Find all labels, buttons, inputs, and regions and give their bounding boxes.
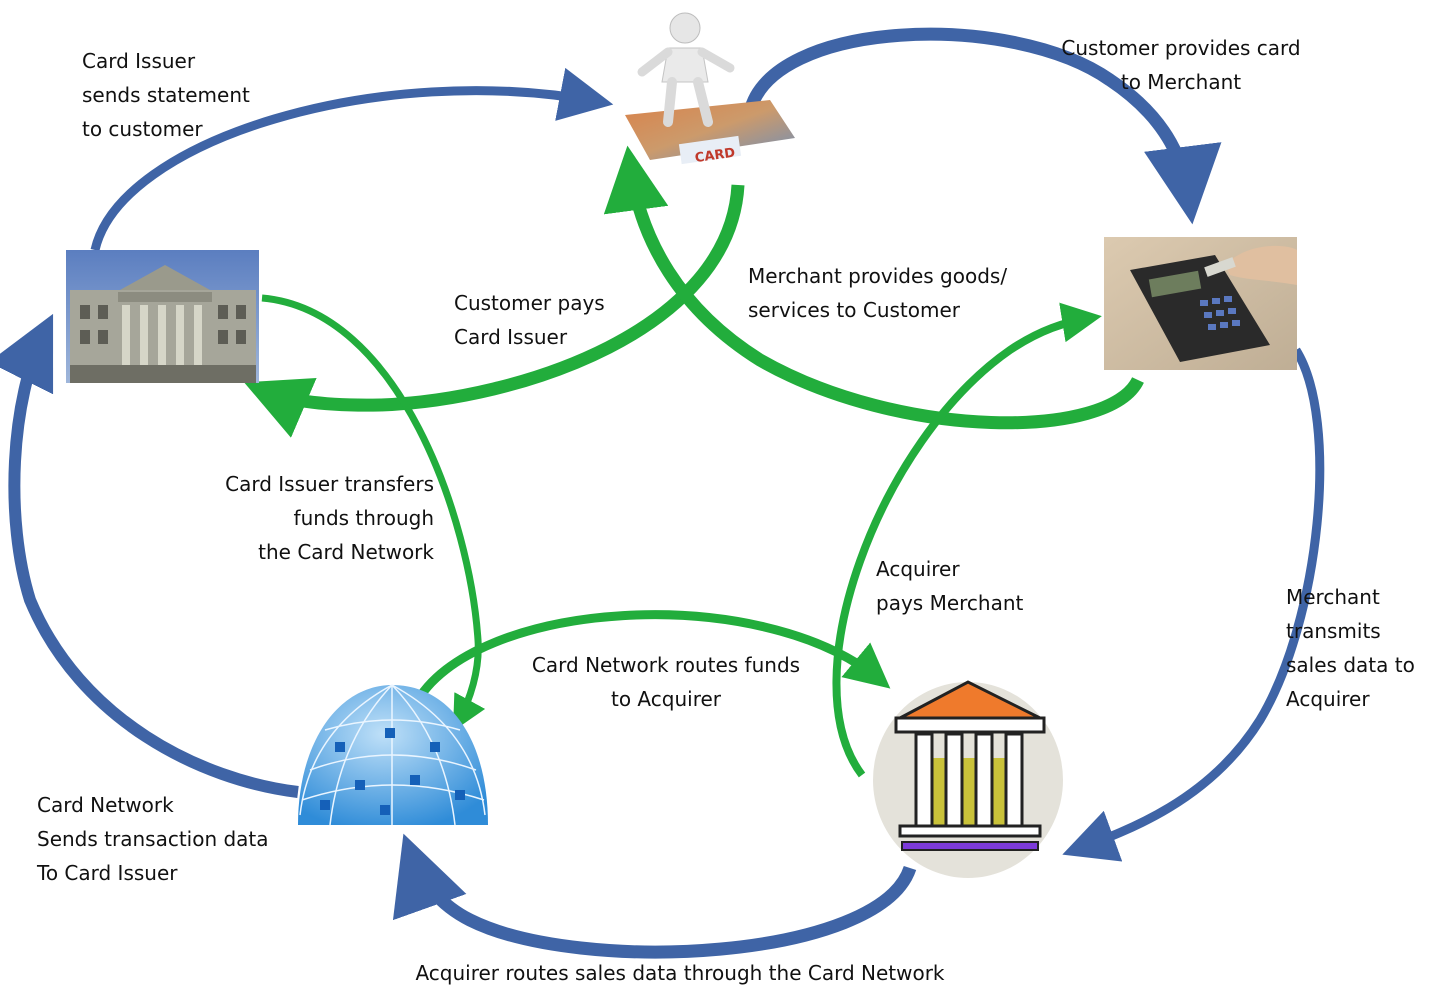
- issuer-node: [66, 250, 259, 383]
- label-acquirer-routes-data: Acquirer routes sales data through the C…: [415, 961, 945, 985]
- label-customer-pays-issuer: Customer pays Card Issuer: [454, 291, 605, 349]
- bank-building-photo-icon: [66, 250, 259, 383]
- bank-columns-icon: [873, 680, 1063, 878]
- arrow-merchant-goods-to-customer: [603, 145, 1144, 430]
- network-node: [298, 684, 488, 826]
- label-merchant-transmits-data: Merchant transmits sales data to Acquire…: [1286, 585, 1415, 711]
- label-network-routes-funds: Card Network routes funds to Acquirer: [531, 653, 801, 711]
- customer-node: CARD: [625, 12, 795, 167]
- label-merchant-provides-goods: Merchant provides goods/ services to Cus…: [748, 264, 1008, 322]
- arrow-network-to-issuer: [0, 313, 299, 798]
- arrow-merchant-to-acquirer: [1062, 347, 1325, 862]
- label-issuer-sends-statement: Card Issuer sends statement to customer: [82, 49, 250, 141]
- arrow-network-to-acquirer-funds: [411, 610, 891, 708]
- arrow-acquirer-pays-merchant: [832, 302, 1102, 778]
- label-network-sends-data: Card Network Sends transaction data To C…: [37, 793, 269, 885]
- label-issuer-transfers-funds: Card Issuer transfers funds through the …: [225, 472, 434, 564]
- label-customer-provides-card: Customer provides card to Merchant: [1061, 36, 1301, 94]
- card-terminal-icon: [1104, 237, 1297, 370]
- arrow-issuer-to-customer: [90, 67, 614, 252]
- acquirer-node: [873, 680, 1063, 878]
- arrow-acquirer-to-network: [392, 833, 917, 959]
- merchant-node: [1104, 237, 1297, 370]
- arrow-customer-pays-issuer: [244, 184, 745, 438]
- arrow-issuer-to-network-funds: [261, 294, 486, 732]
- label-acquirer-pays-merchant: Acquirer pays Merchant: [876, 557, 1024, 615]
- globe-network-icon: [298, 684, 488, 826]
- arrow-customer-to-merchant: [743, 27, 1222, 225]
- card-brand-text: CARD: [694, 146, 736, 167]
- person-on-credit-card-icon: CARD: [625, 12, 795, 167]
